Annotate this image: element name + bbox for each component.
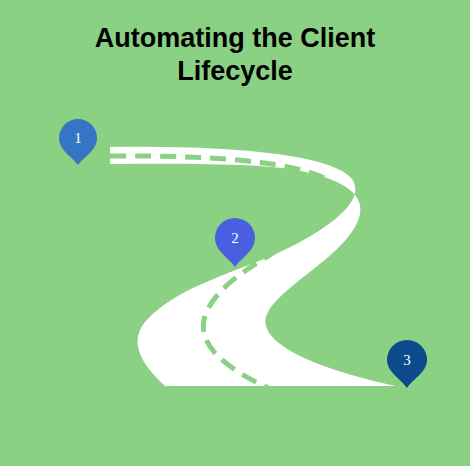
callout-number: 3: [392, 350, 422, 370]
callout-number: 2: [220, 228, 250, 248]
map-pin: [387, 340, 427, 388]
map-pin: [215, 218, 255, 267]
road-center-line: [110, 156, 339, 388]
callout-number: 1: [63, 128, 93, 148]
map-pin: [59, 119, 97, 165]
diagram-title: Automating the Client Lifecycle: [60, 22, 410, 88]
